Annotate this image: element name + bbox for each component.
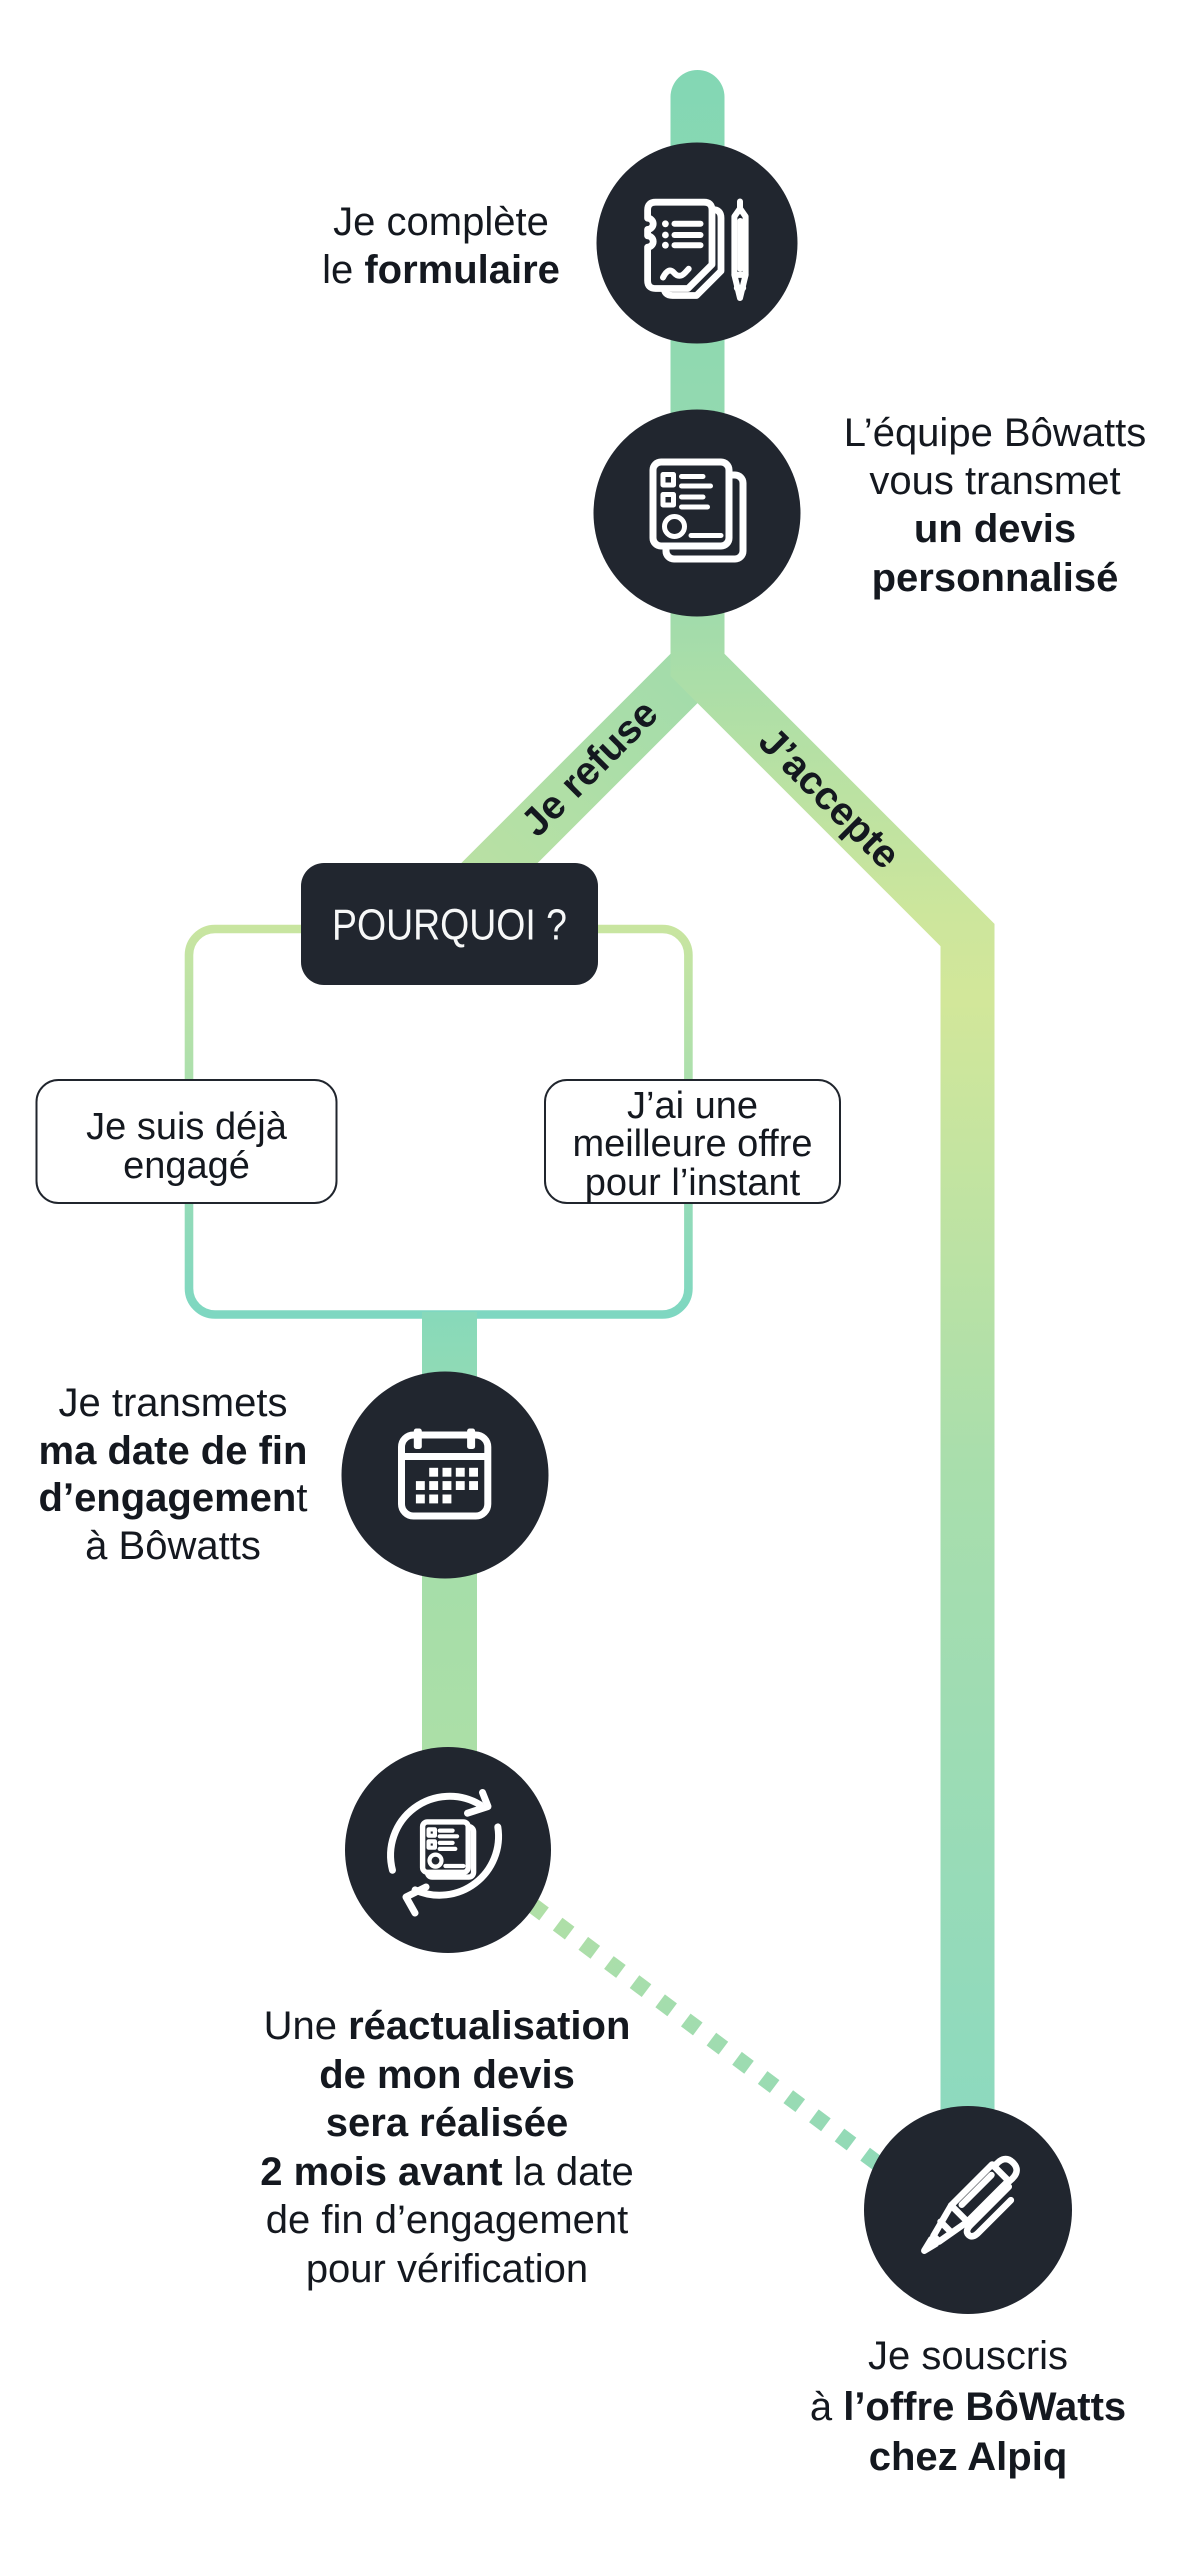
svg-text:POURQUOI ?: POURQUOI ? <box>332 902 567 950</box>
